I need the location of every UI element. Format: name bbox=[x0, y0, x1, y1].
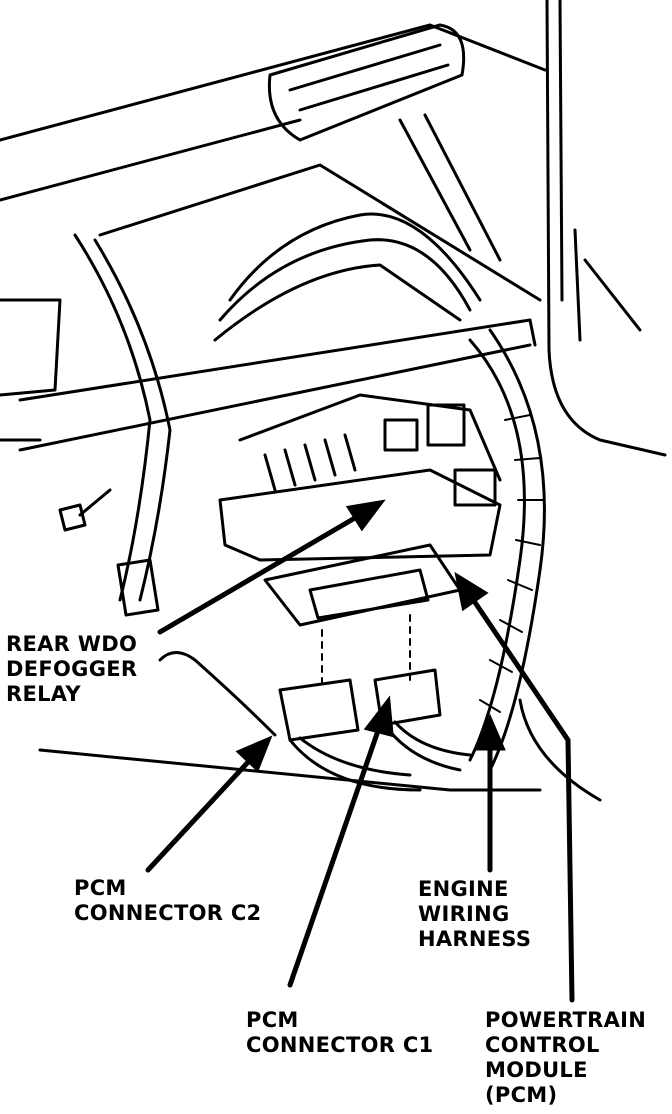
arrow-harness-head bbox=[474, 713, 506, 751]
relay-2 bbox=[426, 403, 466, 447]
callout-pcm-connector-c2: PCM CONNECTOR C2 bbox=[74, 876, 261, 926]
arrow-rear-defogger-shaft bbox=[157, 512, 363, 635]
upper-harness-3 bbox=[213, 263, 462, 342]
callout-line: DEFOGGER bbox=[6, 657, 138, 681]
relay-3 bbox=[453, 468, 497, 507]
crossbar-upper bbox=[18, 318, 532, 402]
dash-top bbox=[0, 23, 547, 142]
pcm-face bbox=[308, 568, 430, 620]
crossbar-end bbox=[528, 318, 537, 347]
arrow-rear-defogger-head bbox=[345, 499, 386, 532]
left-clip bbox=[58, 488, 112, 532]
relay-pigtail bbox=[158, 651, 277, 737]
left-panel bbox=[0, 298, 62, 397]
door-pillar-edge-inner bbox=[558, 0, 564, 302]
callout-line: POWERTRAIN bbox=[485, 1008, 647, 1032]
connector-c2 bbox=[278, 678, 360, 742]
callout-pcm-connector-c1: PCM CONNECTOR C1 bbox=[246, 1008, 433, 1058]
fuse-row bbox=[263, 433, 357, 492]
upper-harness bbox=[228, 212, 482, 302]
connector-c1-wires bbox=[383, 720, 472, 772]
callout-rear-wdo-defogger-relay: REAR WDO DEFOGGER RELAY bbox=[6, 632, 137, 707]
relay-block-top bbox=[238, 393, 502, 482]
arrow-c2-shaft bbox=[145, 757, 253, 873]
kick-panel bbox=[518, 698, 602, 802]
arrow-c2-head bbox=[235, 735, 273, 773]
callout-line: (PCM) bbox=[485, 1083, 558, 1107]
left-harness-2 bbox=[93, 238, 172, 602]
arrow-c1-head bbox=[363, 695, 394, 738]
arrow-pcm-shaft bbox=[467, 592, 575, 1003]
callout-line: ENGINE bbox=[418, 877, 509, 901]
callout-line: CONTROL bbox=[485, 1033, 600, 1057]
callout-line: MODULE bbox=[485, 1058, 588, 1082]
callout-line: PCM bbox=[246, 1008, 299, 1032]
floor-line bbox=[38, 748, 542, 792]
callout-engine-wiring-harness: ENGINE WIRING HARNESS bbox=[418, 877, 531, 952]
harness-wraps bbox=[479, 414, 544, 713]
relay-block bbox=[218, 468, 502, 562]
callout-line: CONNECTOR C1 bbox=[246, 1033, 434, 1057]
callout-line: RELAY bbox=[6, 682, 81, 706]
callout-powertrain-control-module: POWERTRAIN CONTROL MODULE (PCM) bbox=[485, 1008, 646, 1108]
connector-c2-wires bbox=[288, 736, 422, 792]
arrow-c1-shaft bbox=[287, 722, 383, 988]
support-bracket bbox=[398, 113, 502, 262]
callout-line: HARNESS bbox=[418, 927, 532, 951]
right-harness bbox=[468, 338, 526, 762]
right-harness-2 bbox=[488, 328, 546, 772]
door-pillar-edge bbox=[545, 0, 667, 457]
crossbar-lower bbox=[18, 343, 532, 452]
callout-line: PCM bbox=[74, 876, 127, 900]
callout-line: CONNECTOR C2 bbox=[74, 901, 262, 925]
upper-harness-2 bbox=[218, 238, 472, 322]
upper-panel bbox=[98, 163, 542, 302]
door-seal bbox=[573, 228, 642, 342]
dash-top-lower bbox=[0, 118, 302, 202]
defroster-duct bbox=[267, 23, 466, 142]
left-plug bbox=[116, 558, 160, 617]
relay-1 bbox=[383, 418, 419, 452]
arrow-pcm-head bbox=[454, 571, 489, 612]
callout-line: REAR WDO bbox=[6, 632, 138, 656]
left-harness bbox=[73, 233, 152, 602]
callout-line: WIRING bbox=[418, 902, 510, 926]
duct-ribs bbox=[288, 43, 450, 112]
